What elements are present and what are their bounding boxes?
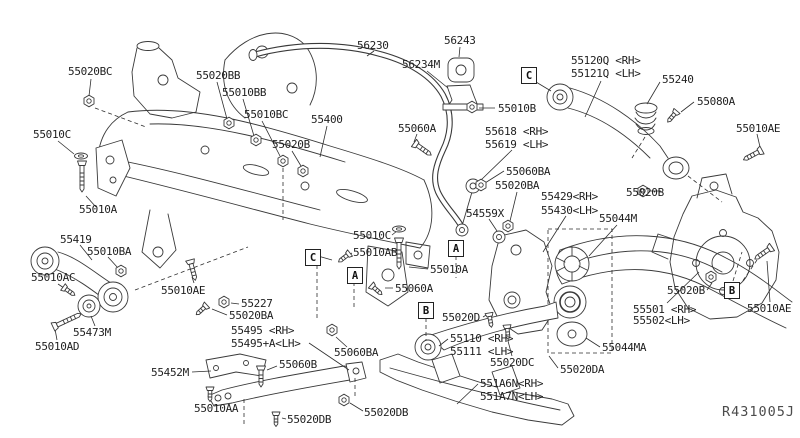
part-label-55020b-2: 55020B: [626, 186, 664, 199]
part-label-56243: 56243: [444, 34, 476, 47]
part-label-55429-rh: 55429<RH>: [541, 190, 598, 203]
callout-box-b-3: B: [418, 302, 434, 319]
spring-arm-art: [414, 301, 559, 361]
part-label-55010c: 55010C: [33, 128, 71, 141]
part-label-55020ba-2: 55020BA: [229, 309, 274, 322]
part-label-55495-rh: 55495 <RH>: [231, 324, 295, 337]
part-label-55044m: 55044M: [599, 212, 637, 225]
part-label-55501-rh: 55501 <RH>: [633, 303, 697, 316]
part-label-55060a: 55060A: [398, 122, 436, 135]
part-label-55473m: 55473M: [73, 326, 111, 339]
part-label-55619-lh: 55619 <LH>: [485, 138, 549, 151]
part-label-55240: 55240: [662, 73, 694, 86]
part-label-55060a-2: 55060A: [395, 282, 433, 295]
callout-box-c-6: C: [305, 249, 321, 266]
part-label-55010b: 55010B: [498, 102, 536, 115]
drawing-number: R431005J: [722, 404, 796, 420]
part-label-55111-lh: 55111 <LH>: [450, 345, 514, 358]
part-label-55430-lh: 55430<LH>: [541, 204, 598, 217]
part-label-55020b: 55020B: [272, 138, 310, 151]
part-label-55010bb: 55010BB: [222, 86, 267, 99]
bound-bumper-art: [634, 102, 658, 135]
part-label-55060ba-2: 55060BA: [334, 346, 379, 359]
part-label-55120q-rh: 55120Q <RH>: [571, 54, 641, 67]
part-label-55010ae-2: 55010AE: [161, 284, 206, 297]
part-label-55010c-2: 55010C: [353, 229, 391, 242]
part-label-55060b: 55060B: [279, 358, 317, 371]
part-label-55227: 55227: [241, 297, 273, 310]
callout-box-a-1: A: [347, 267, 363, 284]
part-label-55419: 55419: [60, 233, 92, 246]
part-label-55110-rh: 55110 <RH>: [450, 332, 514, 345]
part-label-55080a: 55080A: [697, 95, 735, 108]
callout-box-b-4: B: [724, 282, 740, 299]
part-label-551a7n-lh: 551A7N<LH>: [480, 390, 544, 403]
spring-seat-art: [547, 228, 613, 354]
part-label-55010ad: 55010AD: [35, 340, 80, 353]
part-label-55010ae: 55010AE: [736, 122, 781, 135]
stabilizer-bar-art: [248, 42, 484, 237]
part-label-55020db: 55020DB: [287, 413, 332, 426]
part-label-55010bc: 55010BC: [244, 108, 289, 121]
part-label-54559x: 54559X: [466, 207, 504, 220]
subframe-art: [95, 32, 433, 307]
front-link-art: [30, 246, 129, 318]
part-label-551a6n-rh: 551A6N<RH>: [480, 377, 544, 390]
fasteners: [50, 94, 776, 427]
part-label-55010a: 55010A: [79, 203, 117, 216]
part-label-55010aa: 55010AA: [194, 402, 239, 415]
part-label-55020db-2: 55020DB: [364, 406, 409, 419]
part-label-55502-lh: 55502<LH>: [633, 314, 690, 327]
part-label-55010ae-3: 55010AE: [747, 302, 792, 315]
part-label-55020da: 55020DA: [560, 363, 605, 376]
part-label-55020ba: 55020BA: [495, 179, 540, 192]
lower-arm-art: [205, 353, 367, 407]
part-label-55618-rh: 55618 <RH>: [485, 125, 549, 138]
part-label-55060ba: 55060BA: [506, 165, 551, 178]
part-label-55495-a-lh: 55495+A<LH>: [231, 337, 301, 350]
part-label-55010ba: 55010BA: [87, 245, 132, 258]
part-label-55010a-2: 55010A: [430, 263, 468, 276]
part-label-55020bb: 55020BB: [196, 69, 241, 82]
camber-arm-art: [546, 83, 690, 180]
knuckle-art: [651, 173, 780, 320]
part-label-55121q-lh: 55121Q <LH>: [571, 67, 641, 80]
part-label-55020b-3: 55020B: [667, 284, 705, 297]
part-label-56230: 56230: [357, 39, 389, 52]
part-label-55010ac: 55010AC: [31, 271, 76, 284]
callout-box-a-2: A: [448, 240, 464, 257]
part-label-55020d: 55020D: [442, 311, 480, 324]
callout-box-c-5: C: [521, 67, 537, 84]
part-label-55452m: 55452M: [151, 366, 189, 379]
part-label-55020bc: 55020BC: [68, 65, 113, 78]
part-label-55400: 55400: [311, 113, 343, 126]
part-label-55020dc: 55020DC: [490, 356, 535, 369]
protector-art: [379, 353, 575, 426]
part-label-56234m: 56234M: [402, 58, 440, 71]
part-label-55044ma: 55044MA: [602, 341, 647, 354]
part-label-55010ab: 55010AB: [353, 246, 398, 259]
